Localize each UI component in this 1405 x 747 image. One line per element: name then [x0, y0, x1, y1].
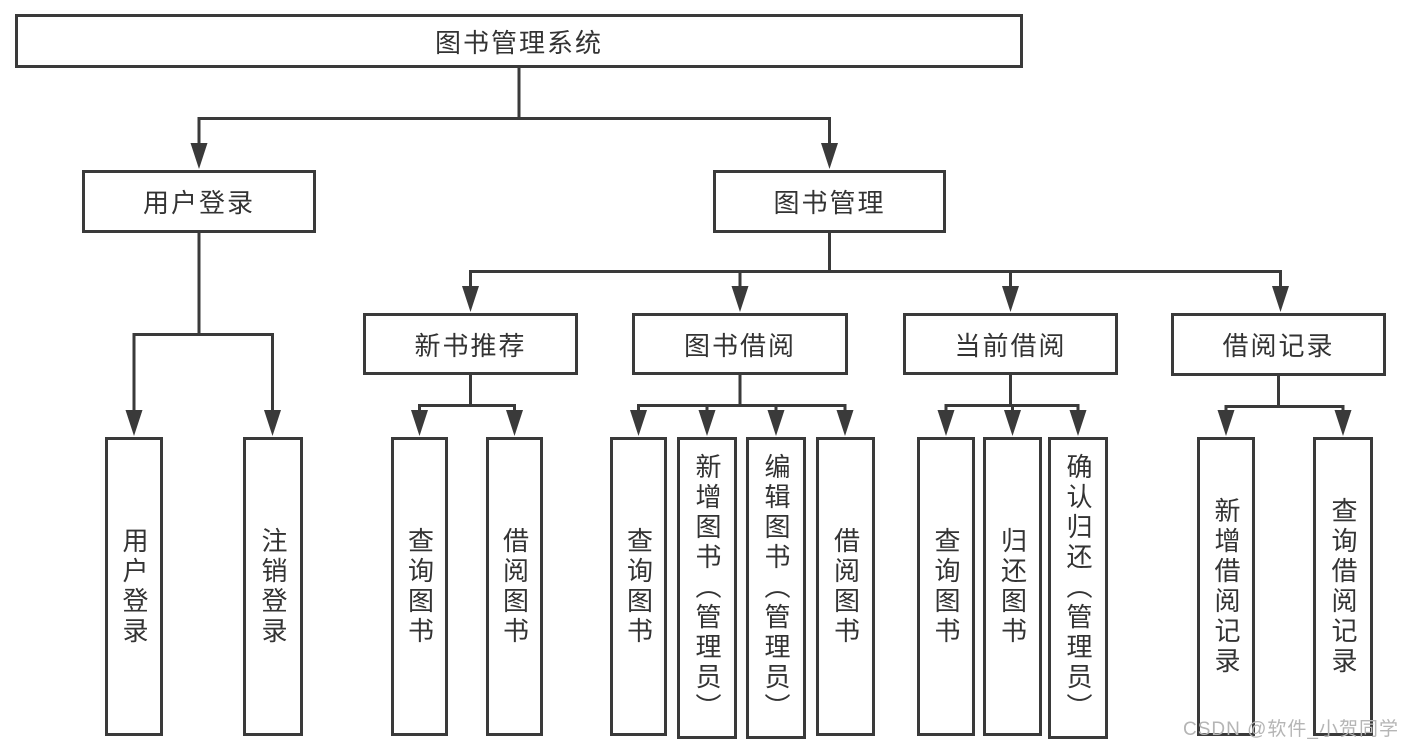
- node-label: 确认归还（管理员）: [1063, 453, 1093, 723]
- node-label: 编辑图书（管理员）: [761, 453, 791, 723]
- leaf-borrow-books: 借阅图书: [816, 437, 875, 736]
- node-label: 当前借阅: [954, 330, 1067, 361]
- node-label: 新书推荐: [414, 330, 527, 361]
- node-label: 注销登录: [258, 526, 288, 647]
- leaf-confirm-return-admin: 确认归还（管理员）: [1048, 437, 1108, 739]
- leaf-query-books-current: 查询图书: [917, 437, 975, 736]
- node-label: 借阅记录: [1222, 331, 1335, 361]
- leaf-query-borrow-record: 查询借阅记录: [1313, 437, 1373, 736]
- node-label: 查询图书: [623, 526, 654, 647]
- node-borrowing-records: 借阅记录: [1171, 313, 1386, 376]
- node-library-management-system: 图书管理系统: [15, 14, 1023, 68]
- leaf-edit-books-admin: 编辑图书（管理员）: [746, 437, 806, 739]
- leaf-query-books-borrowing: 查询图书: [610, 437, 667, 736]
- node-label: 新增借阅记录: [1211, 496, 1241, 677]
- leaf-add-borrow-record: 新增借阅记录: [1197, 437, 1255, 736]
- node-label: 用户登录: [119, 526, 149, 647]
- leaf-add-books-admin: 新增图书（管理员）: [677, 437, 737, 739]
- node-label: 借阅图书: [830, 526, 861, 647]
- leaf-query-books-recommend: 查询图书: [391, 437, 448, 736]
- watermark-text: CSDN @软件_小贺同学: [1183, 719, 1399, 740]
- node-label: 查询图书: [931, 526, 961, 647]
- node-current-borrowing: 当前借阅: [903, 313, 1118, 375]
- node-label: 图书管理系统: [434, 27, 603, 58]
- node-label: 用户登录: [142, 188, 255, 218]
- leaf-borrow-books-recommend: 借阅图书: [486, 437, 543, 736]
- node-book-management: 图书管理: [713, 170, 946, 233]
- node-user-login: 用户登录: [82, 170, 316, 233]
- leaf-return-books: 归还图书: [983, 437, 1042, 736]
- node-book-borrowing: 图书借阅: [632, 313, 848, 375]
- leaf-logout: 注销登录: [243, 437, 303, 736]
- node-label: 借阅图书: [499, 526, 530, 647]
- node-label: 归还图书: [997, 526, 1028, 647]
- node-label: 查询图书: [404, 526, 435, 647]
- node-label: 新增图书（管理员）: [692, 453, 722, 723]
- node-label: 图书管理: [773, 188, 886, 218]
- node-label: 查询借阅记录: [1328, 496, 1358, 677]
- node-new-book-recommend: 新书推荐: [363, 313, 578, 375]
- leaf-user-login: 用户登录: [105, 437, 163, 736]
- node-label: 图书借阅: [683, 330, 796, 361]
